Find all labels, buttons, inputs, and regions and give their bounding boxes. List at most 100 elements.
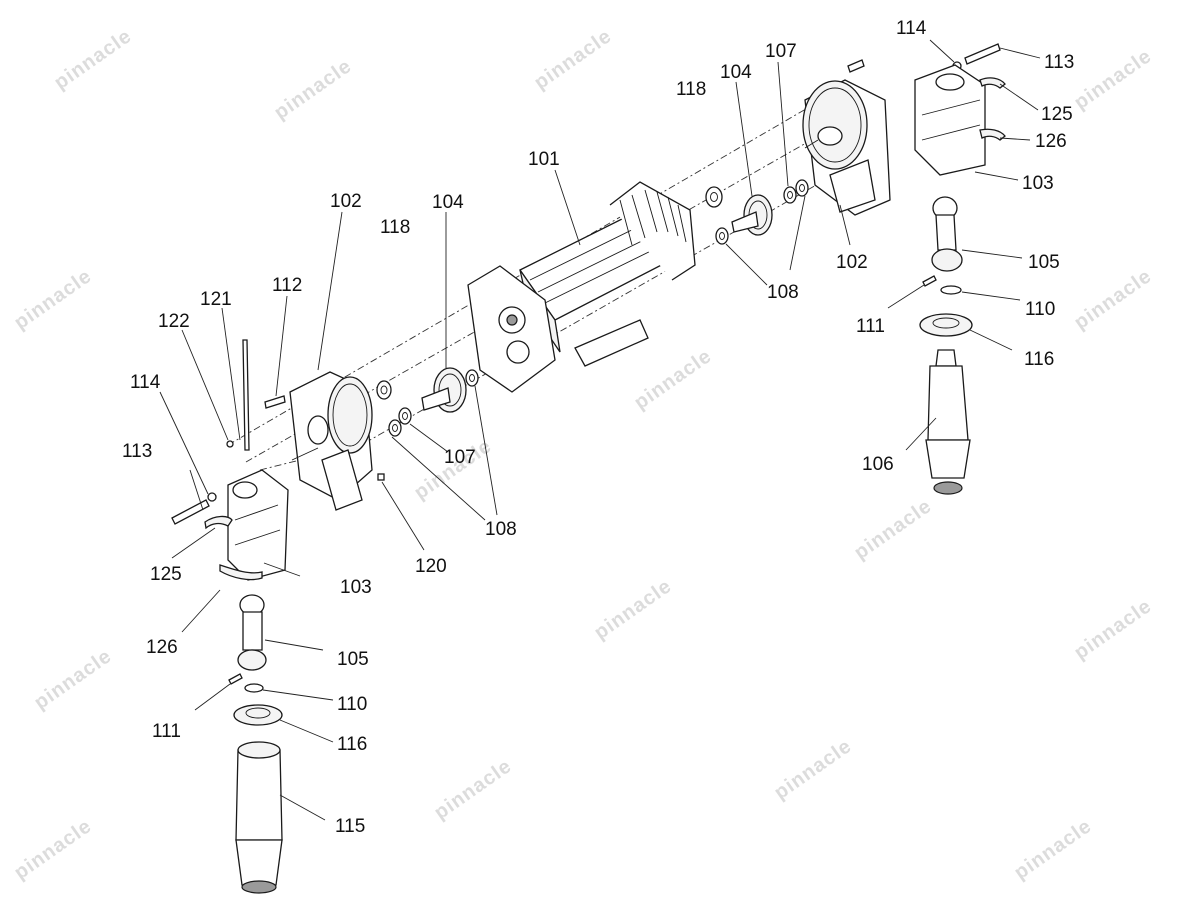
watermark-text-3: pinnacle (530, 25, 616, 94)
bolt-112 (264, 395, 286, 409)
gearbox-right-shaft (804, 139, 819, 149)
watermark-text-4: pinnacle (1070, 45, 1156, 114)
leader-125-left (171, 527, 216, 559)
washer-107-right-a (783, 186, 797, 204)
leader-120 (381, 481, 425, 551)
watermark-text-1: pinnacle (50, 25, 136, 94)
motor-fan-fins (619, 189, 687, 246)
watermark-text-10: pinnacle (850, 495, 936, 564)
label-110-right: 110 (1025, 299, 1055, 320)
pump-column-left (228, 594, 283, 894)
washer-118-right (705, 186, 723, 208)
nut-116-right-hole (932, 317, 960, 329)
label-111-left: 111 (152, 721, 181, 742)
leader-108-right-b (789, 195, 806, 271)
label-101: 101 (528, 149, 560, 170)
washer-118-left-hole (380, 385, 388, 395)
bracket-right-body (914, 64, 986, 176)
leader-112 (275, 295, 288, 397)
cylinder-115-top (237, 741, 281, 759)
label-111-right: 111 (856, 316, 885, 337)
label-104-left: 104 (432, 192, 464, 213)
label-116-left: 116 (337, 734, 367, 755)
label-114-right: 114 (896, 18, 927, 39)
washer-107-left-hole (402, 412, 408, 420)
label-102-right: 102 (836, 252, 868, 273)
gearbox-right-shaft-end (817, 126, 843, 146)
label-106: 106 (862, 454, 894, 475)
leader-101 (554, 169, 581, 246)
washer-108-left-b-hole (469, 374, 475, 382)
label-114-left: 114 (130, 372, 161, 393)
label-103-left: 103 (340, 577, 372, 598)
watermark-text-7: pinnacle (1070, 265, 1156, 334)
motor-mount-foot (574, 319, 649, 367)
cylinder-106-stem (935, 349, 957, 367)
cylinder-115-body (235, 749, 283, 841)
washer-107-right-b (795, 179, 809, 197)
part-labels: 101 102 102 103 103 104 104 105 105 106 … (122, 18, 1074, 837)
bracket-right-ribs (921, 99, 981, 141)
bracket-left-bore (232, 481, 258, 499)
leader-lines (159, 39, 1041, 821)
rod-105-right-shank (935, 214, 957, 251)
label-104-right: 104 (720, 62, 752, 83)
label-118-right: 118 (676, 79, 706, 100)
pin-120 (377, 473, 385, 481)
watermark-text-14: pinnacle (770, 735, 856, 804)
bracket-right-bore (935, 73, 965, 91)
hardware-right (847, 43, 1001, 73)
watermark-text-16: pinnacle (10, 815, 96, 884)
label-107-left: 107 (444, 447, 476, 468)
label-102-left: 102 (330, 191, 362, 212)
cylinder-115-base (235, 839, 283, 886)
label-113-left: 113 (122, 441, 152, 462)
hardware-left (171, 339, 286, 525)
nut-116-right (919, 313, 973, 337)
cylinder-106-outlet (933, 481, 963, 495)
leader-108-left-a (391, 436, 486, 521)
label-118-left: 118 (380, 217, 410, 238)
nut-116-left (233, 704, 283, 726)
motor-fan-housing (609, 181, 696, 281)
label-126-left: 126 (146, 637, 178, 658)
washer-108-right-hole (719, 232, 725, 240)
leader-105-left (264, 639, 324, 651)
leader-116-right (969, 329, 1013, 351)
gearbox-right-lower-box (829, 159, 876, 213)
leader-125-right (999, 83, 1039, 111)
bracket-left-ribs (234, 504, 281, 546)
label-120: 120 (415, 556, 447, 577)
gearbox-right-gear-ring (802, 80, 868, 170)
motor-end-boss-lower (506, 340, 530, 364)
motor-shaft (506, 314, 518, 326)
washer-118-right-hole (710, 192, 718, 202)
cylinder-106-base (925, 439, 971, 479)
watermark-text-2: pinnacle (270, 55, 356, 124)
bolt-113-left (171, 499, 210, 525)
pump-column-right (919, 196, 973, 495)
washer-108-left-b (465, 369, 479, 387)
leader-114-left (159, 391, 209, 495)
label-113-right: 113 (1044, 52, 1074, 73)
rod-105-right-piston (931, 248, 963, 272)
rod-121 (242, 339, 250, 451)
leader-110-right (961, 291, 1021, 301)
label-115: 115 (335, 816, 365, 837)
label-105-right: 105 (1028, 252, 1060, 273)
pump-bracket-103-left (204, 469, 289, 581)
label-112: 112 (272, 275, 302, 296)
label-108-left: 108 (485, 519, 517, 540)
label-122: 122 (158, 311, 190, 332)
pin-111-left (228, 673, 243, 685)
washer-108-left-a (388, 419, 402, 437)
leader-111-right (887, 284, 925, 309)
leader-107-left (409, 423, 449, 453)
washer-108-left-a-hole (392, 424, 398, 432)
washer-107-right-b-hole (799, 184, 805, 192)
leader-113-left (189, 469, 204, 511)
watermark-text-13: pinnacle (430, 755, 516, 824)
gearbox-left-lower-box (321, 449, 363, 511)
leader-108-left-b (474, 385, 498, 516)
gearbox-left-gear-teeth (332, 383, 368, 447)
